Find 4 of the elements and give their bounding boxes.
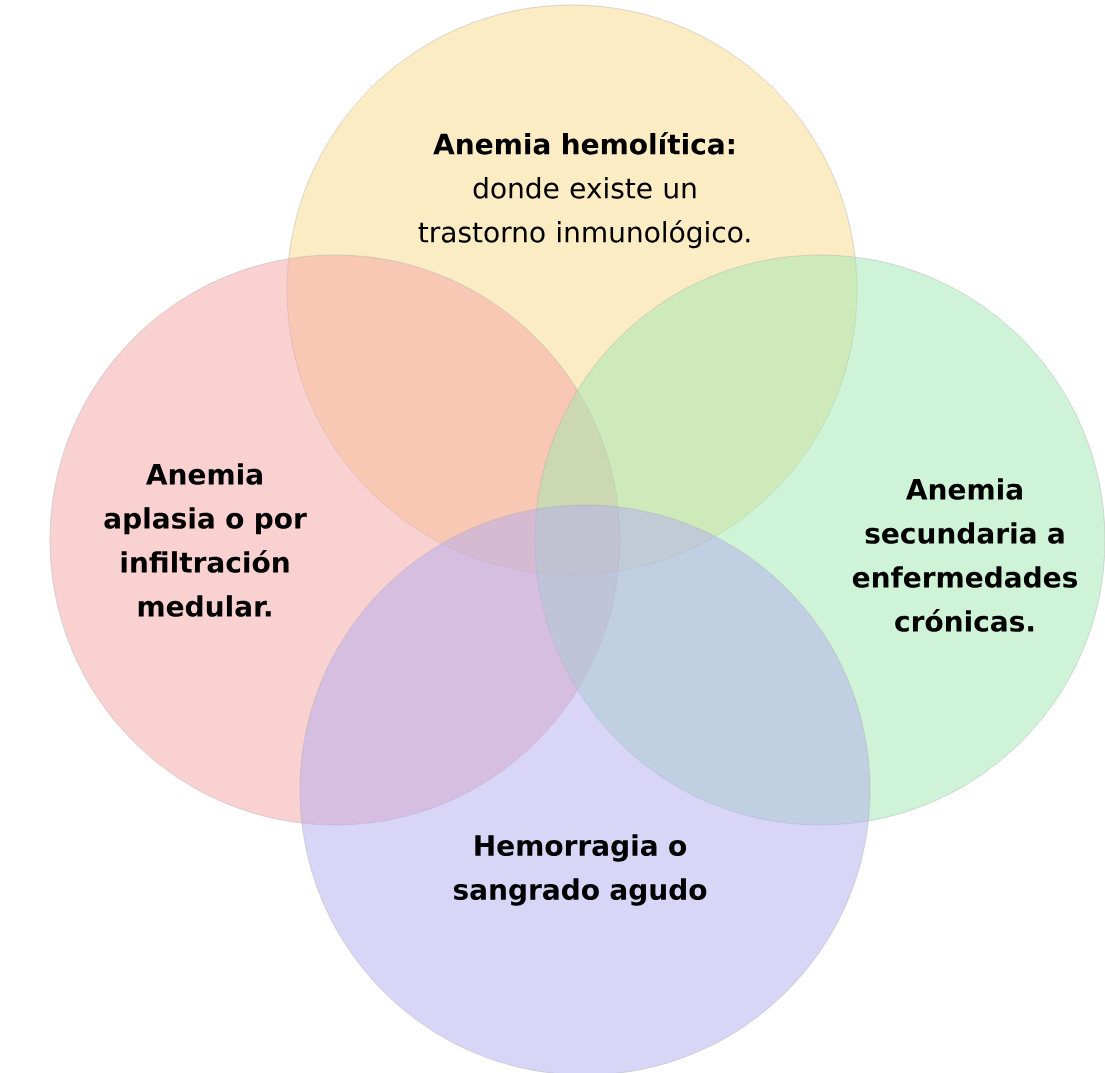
circle-text: Hemorragia o sangrado agudo xyxy=(453,834,707,906)
circle-text: Anemia aplasia o por infiltración medular. xyxy=(104,463,307,617)
circle-text: Anemia secundaria a enfermedades crónicas. xyxy=(852,478,1077,632)
circle-text: Anemia hemolítica: donde existe un trastorno inmunológico. xyxy=(418,131,750,249)
